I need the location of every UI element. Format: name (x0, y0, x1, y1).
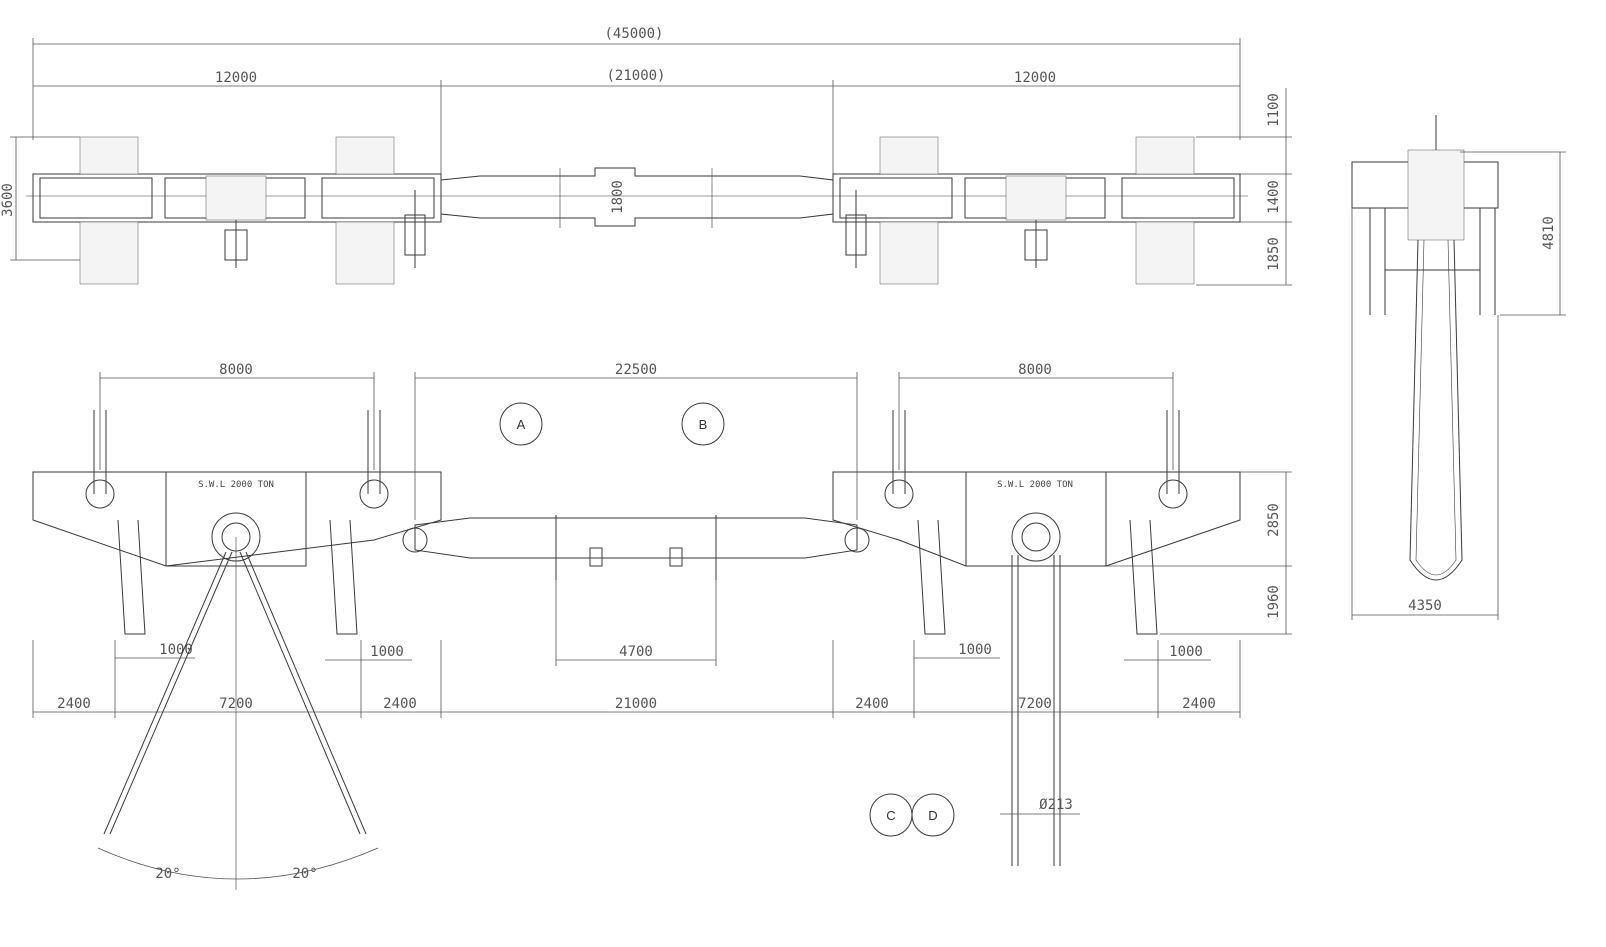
dim-front-h1: 2850 (1266, 503, 1282, 537)
side-view: 4810 4350 (1351, 115, 1566, 620)
dim-top-r1: 1100 (1266, 93, 1282, 127)
dim-front-left-span: 8000 (219, 362, 253, 378)
dim-side-height: 4810 (1541, 216, 1557, 250)
dim-leg-2: 1000 (370, 644, 404, 660)
top-view-structure: 1800 (26, 136, 1248, 285)
dim-bottom-1: 2400 (57, 696, 91, 712)
dim-top-right: 12000 (1014, 70, 1056, 86)
front-view-structure: S.W.L 2000 TON S.W.L 2000 TON (32, 410, 1241, 890)
dim-bottom-5: 2400 (855, 696, 889, 712)
dim-bottom-6: 7200 (1018, 696, 1052, 712)
dim-top-overall: (45000) (604, 26, 663, 42)
dim-beam-pin: 4700 (619, 644, 653, 660)
dim-front-right-span: 8000 (1018, 362, 1052, 378)
svg-text:A: A (517, 417, 526, 432)
callout-b: B (681, 402, 725, 446)
dim-bottom-3: 2400 (383, 696, 417, 712)
callout-a: A (499, 402, 543, 446)
angle-left: 20° (155, 866, 180, 882)
callout-d: D (911, 793, 955, 837)
dim-top-r3: 1850 (1266, 237, 1282, 271)
angle-right: 20° (292, 866, 317, 882)
front-view-dimensions: 8000 22500 8000 2850 1960 1000 1000 1000… (32, 362, 1292, 718)
svg-text:B: B (699, 417, 708, 432)
dim-leg-4: 1000 (1169, 644, 1203, 660)
dim-front-h2: 1960 (1266, 585, 1282, 619)
dim-top-r2: 1400 (1266, 180, 1282, 214)
callout-c: C (869, 793, 913, 837)
dim-leg-3: 1000 (958, 642, 992, 658)
dim-front-mid-span: 22500 (615, 362, 657, 378)
dim-top-left: 12000 (215, 70, 257, 86)
dim-bottom-7: 2400 (1182, 696, 1216, 712)
swl-label-right: S.W.L 2000 TON (997, 480, 1073, 490)
dim-top-mid-height: 1800 (610, 180, 626, 214)
dim-bottom-4: 21000 (615, 696, 657, 712)
swl-label-left: S.W.L 2000 TON (198, 480, 274, 490)
dim-side-width: 4350 (1408, 598, 1442, 614)
svg-text:C: C (886, 808, 895, 823)
top-view-dimensions: (45000) 12000 (21000) 12000 3600 1100 14… (0, 26, 1292, 286)
dim-top-height: 3600 (0, 183, 16, 217)
svg-text:D: D (928, 808, 937, 823)
dim-leg-1: 1000 (159, 642, 193, 658)
dim-diameter: Ø213 (1039, 797, 1073, 813)
dim-top-mid: (21000) (606, 68, 665, 84)
